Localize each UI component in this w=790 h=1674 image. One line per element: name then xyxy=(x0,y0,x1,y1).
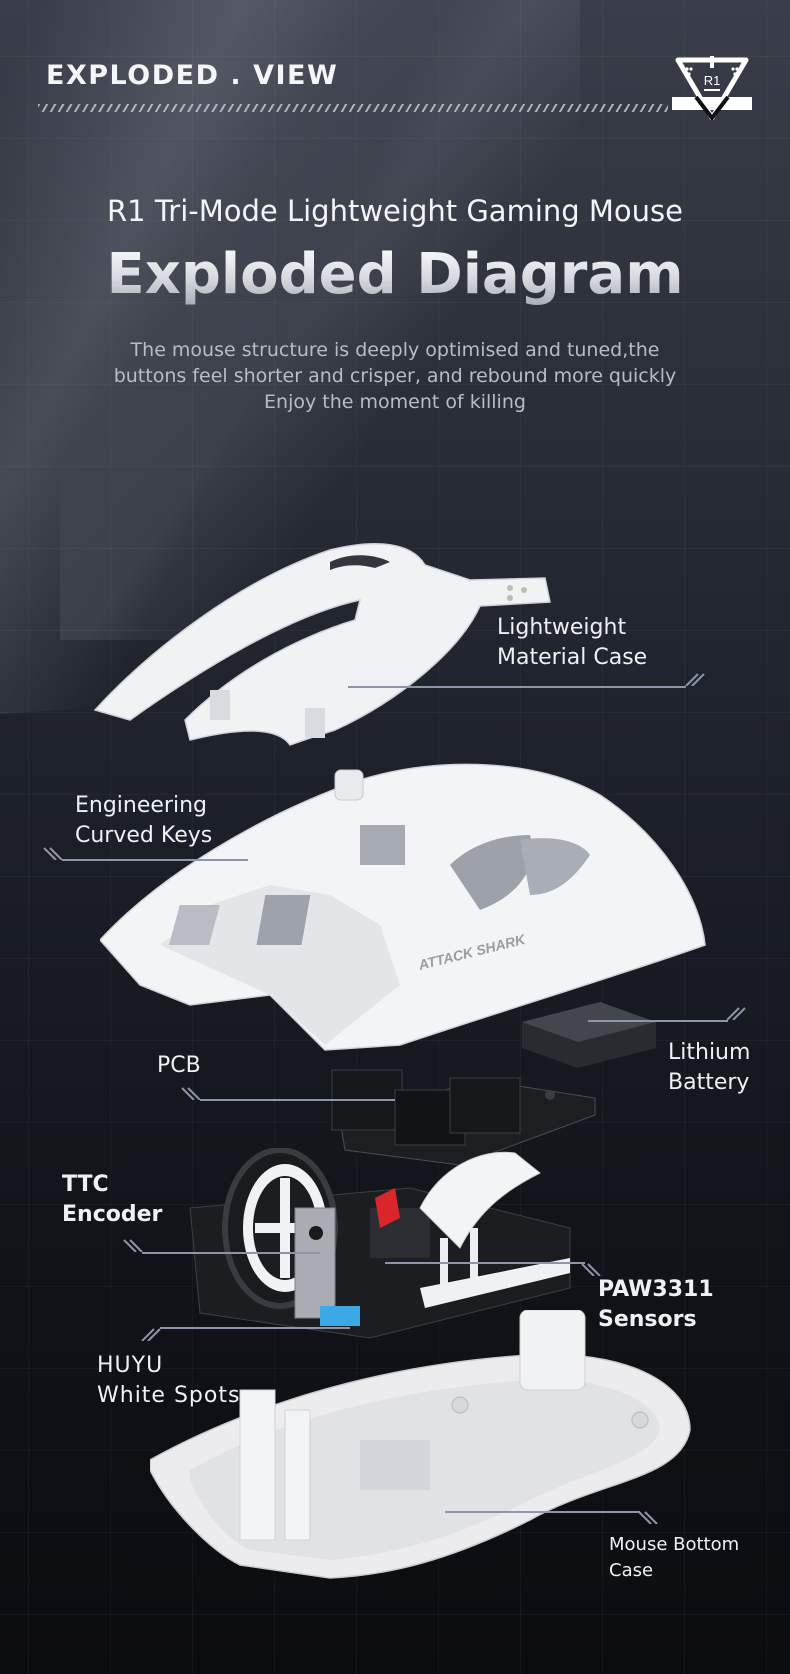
label-line: HUYU xyxy=(97,1353,164,1378)
label-line: Engineering xyxy=(75,793,207,818)
double-slash-icon xyxy=(726,1007,746,1020)
leader-line-top-case xyxy=(348,686,686,688)
label-pcb: PCB xyxy=(157,1051,201,1081)
double-slash-icon xyxy=(181,1087,201,1100)
double-slash-icon xyxy=(581,1263,601,1276)
label-line: Lithium xyxy=(668,1040,751,1065)
double-slash-icon xyxy=(123,1239,143,1252)
encoder-sensor-assembly-image xyxy=(189,1148,571,1339)
pcb-image xyxy=(331,1069,596,1166)
leader-line-battery xyxy=(588,1020,728,1022)
label-line: Mouse Bottom xyxy=(609,1534,740,1555)
top-case-image xyxy=(93,543,551,746)
label-line: White Spots xyxy=(97,1383,241,1408)
label-bottom-case: Mouse Bottom Case xyxy=(609,1532,739,1584)
svg-text:R1: R1 xyxy=(704,73,721,88)
curved-keys-shell-image: ATTACK SHARK xyxy=(100,763,706,1051)
label-battery: Lithium Battery xyxy=(668,1038,750,1098)
label-curved-keys: Engineering Curved Keys xyxy=(75,791,212,851)
triangle-r1-badge-icon: R1 xyxy=(672,56,752,122)
leader-line-curved-keys xyxy=(62,859,248,861)
label-line: Encoder xyxy=(62,1202,163,1227)
label-switches: HUYU White Spots xyxy=(97,1351,240,1411)
label-line: Case xyxy=(609,1560,654,1581)
double-slash-icon xyxy=(141,1328,161,1341)
double-slash-icon xyxy=(638,1511,658,1524)
double-slash-icon xyxy=(43,847,63,860)
label-line: PCB xyxy=(157,1053,201,1078)
label-line: Material Case xyxy=(497,645,648,670)
battery-image xyxy=(522,1002,656,1068)
description: The mouse structure is deeply optimised … xyxy=(0,337,790,415)
label-line: Battery xyxy=(668,1070,750,1095)
description-line: Enjoy the moment of killing xyxy=(264,391,526,413)
leader-line-bottom-case xyxy=(445,1511,640,1513)
description-line: buttons feel shorter and crisper, and re… xyxy=(113,365,677,387)
label-line: Sensors xyxy=(598,1307,697,1332)
bottom-case-image xyxy=(150,1310,691,1579)
label-sensor: PAW3311 Sensors xyxy=(598,1275,714,1335)
page-title: Exploded Diagram xyxy=(0,242,790,307)
product-subtitle: R1 Tri-Mode Lightweight Gaming Mouse xyxy=(107,194,683,228)
label-encoder: TTC Encoder xyxy=(62,1170,162,1230)
hatched-divider xyxy=(38,104,668,112)
leader-line-sensor xyxy=(385,1262,585,1264)
description-line: The mouse structure is deeply optimised … xyxy=(130,339,660,361)
label-line: TTC xyxy=(62,1172,109,1197)
label-line: PAW3311 xyxy=(598,1277,714,1302)
section-title: EXPLODED . VIEW xyxy=(46,60,339,91)
leader-line-pcb xyxy=(200,1099,395,1101)
label-top-case: Lightweight Material Case xyxy=(497,613,647,673)
leader-line-encoder xyxy=(142,1252,320,1254)
leader-line-switches xyxy=(160,1327,350,1329)
label-line: Lightweight xyxy=(497,615,627,640)
double-slash-icon xyxy=(685,673,705,686)
label-line: Curved Keys xyxy=(75,823,213,848)
